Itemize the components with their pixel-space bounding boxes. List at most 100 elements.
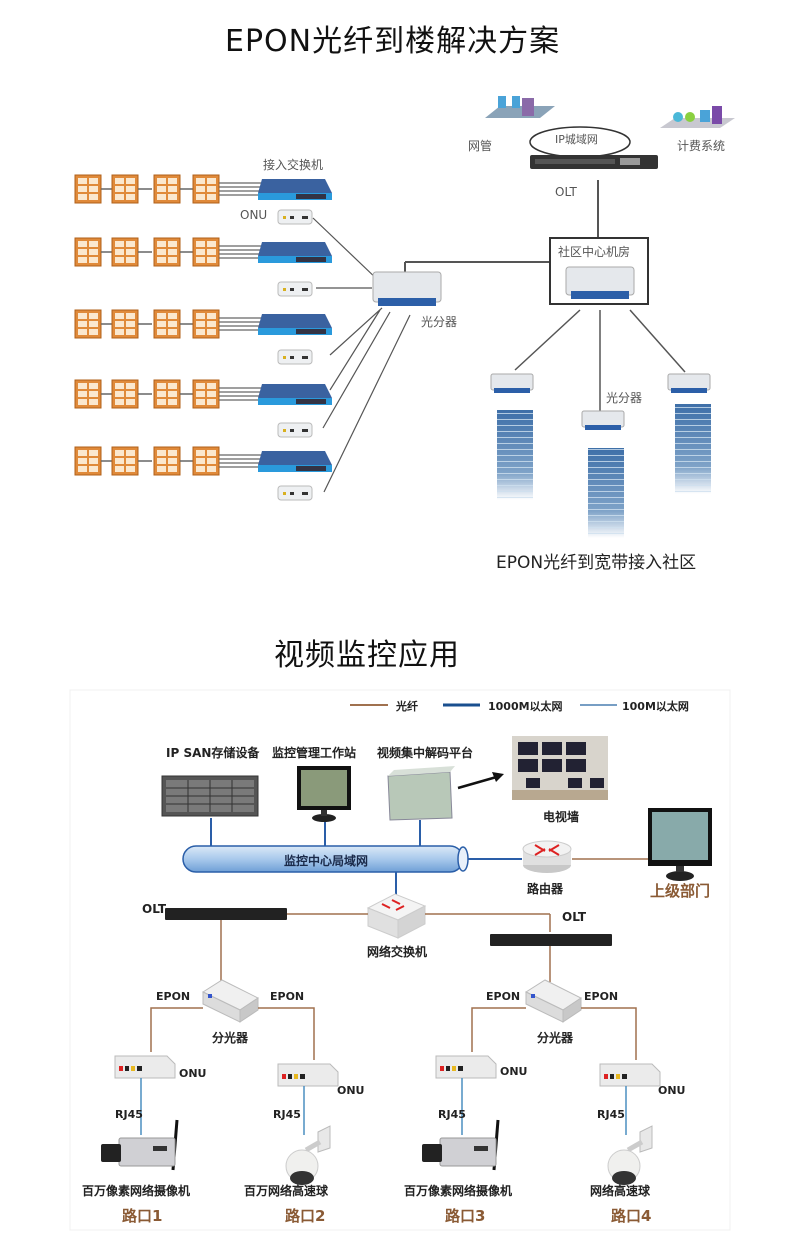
upper-dept-monitor xyxy=(648,808,712,881)
billing-label: 计费系统 xyxy=(677,139,726,153)
section2-title: 视频监控应用 xyxy=(274,638,460,673)
community-room-label: 社区中心机房 xyxy=(558,245,631,259)
apartment-building xyxy=(111,309,139,339)
endpoint-3 xyxy=(422,1055,500,1171)
endpoint-device-2: 百万网络高速球 xyxy=(244,1184,329,1198)
arrow-icon xyxy=(492,772,504,782)
tvwall-label: 电视墙 xyxy=(543,810,580,824)
apartment-building xyxy=(74,174,102,204)
ip-metro-label: IP城域网 xyxy=(555,133,598,146)
apartment-building xyxy=(153,309,181,339)
epon-label-1: EPON xyxy=(156,990,191,1003)
building-row xyxy=(74,379,332,438)
onu-device xyxy=(277,1063,339,1087)
billing-icon xyxy=(660,106,735,128)
apartment-building xyxy=(192,237,220,267)
olt-label: OLT xyxy=(555,185,577,199)
onu-device xyxy=(277,485,313,501)
network-switch xyxy=(366,893,427,939)
splitter-mid-label: 光分器 xyxy=(606,391,643,405)
ftth-diagram xyxy=(74,96,735,538)
olt-left-device xyxy=(165,908,287,920)
endpoint-device-1: 百万像素网络摄像机 xyxy=(82,1184,191,1198)
apartment-building xyxy=(153,379,181,409)
onu-label-3: ONU xyxy=(500,1065,528,1078)
access-switch xyxy=(258,384,332,405)
splitter-tower-2 xyxy=(581,410,625,430)
decoder-platform xyxy=(387,766,455,821)
apartment-building xyxy=(153,446,181,476)
apartment-building xyxy=(74,379,102,409)
route-label-1: 路口1 xyxy=(122,1207,163,1225)
apartment-building xyxy=(74,237,102,267)
route-label-4: 路口4 xyxy=(611,1207,652,1225)
surveillance-diagram xyxy=(69,689,731,1231)
netmgmt-icon xyxy=(485,96,555,118)
legend-1000m-label: 1000M以太网 xyxy=(488,700,563,713)
apartment-building xyxy=(192,379,220,409)
rj45-label-4: RJ45 xyxy=(597,1108,625,1121)
tower-1 xyxy=(497,410,533,500)
apartment-building xyxy=(192,446,220,476)
splitter-tower-1 xyxy=(490,373,534,393)
splitter-left-label: 光分器 xyxy=(421,315,458,329)
box-camera-icon xyxy=(101,1119,179,1171)
apartment-building xyxy=(111,379,139,409)
onu-device xyxy=(277,209,313,225)
apartment-building xyxy=(153,174,181,204)
rj45-label-1: RJ45 xyxy=(115,1108,143,1121)
olt-right-device xyxy=(490,934,612,946)
access-switch xyxy=(258,242,332,263)
ipsan-device xyxy=(161,775,259,817)
tower-2 xyxy=(588,448,624,538)
endpoint-1 xyxy=(101,1055,179,1171)
apartment-building xyxy=(111,446,139,476)
endpoint-device-3: 百万像素网络摄像机 xyxy=(404,1184,513,1198)
splitter-left xyxy=(372,271,442,306)
lan-label: 监控中心局域网 xyxy=(284,854,369,868)
legend-fiber-label: 光纤 xyxy=(396,700,418,713)
netmgmt-label: 网管 xyxy=(468,139,493,153)
decoder-label: 视频集中解码平台 xyxy=(377,746,474,760)
access-switch xyxy=(258,179,332,200)
onu-device xyxy=(277,349,313,365)
splitter-tower-3 xyxy=(667,373,711,393)
rj45-label-3: RJ45 xyxy=(438,1108,466,1121)
apartment-building xyxy=(192,309,220,339)
building-row xyxy=(74,174,332,225)
onu-label-1: ONU xyxy=(179,1067,207,1080)
epon-label-4: EPON xyxy=(584,990,619,1003)
legend-100m-label: 100M以太网 xyxy=(622,700,689,713)
onu-device xyxy=(277,422,313,438)
olt-left-label: OLT xyxy=(142,902,167,916)
onu-label-2: ONU xyxy=(337,1084,365,1097)
access-switch xyxy=(258,314,332,335)
route-label-2: 路口2 xyxy=(285,1207,326,1225)
epon-label-3: EPON xyxy=(486,990,521,1003)
splitter-left-label: 分光器 xyxy=(212,1031,249,1045)
dome-camera-icon xyxy=(285,1125,331,1185)
olt-right-label: OLT xyxy=(562,910,587,924)
endpoint-device-4: 网络高速球 xyxy=(590,1184,651,1198)
rj45-label-2: RJ45 xyxy=(273,1108,301,1121)
router-device xyxy=(522,840,572,873)
splitter-left-device xyxy=(201,979,259,1023)
switch-label: 网络交换机 xyxy=(367,945,428,959)
upper-dept-label: 上级部门 xyxy=(650,882,711,900)
workstation-label: 监控管理工作站 xyxy=(272,746,357,760)
apartment-building xyxy=(74,446,102,476)
onu-device xyxy=(114,1055,176,1079)
apartment-building xyxy=(192,174,220,204)
endpoint-2 xyxy=(277,1063,339,1185)
onu-device xyxy=(435,1055,497,1079)
ipsan-label: IP SAN存储设备 xyxy=(166,746,260,760)
epon-label-2: EPON xyxy=(270,990,305,1003)
onu-device xyxy=(277,281,313,297)
onu-label: ONU xyxy=(240,208,268,222)
building-row xyxy=(74,309,332,365)
workstation-monitor xyxy=(297,766,351,822)
apartment-building xyxy=(111,237,139,267)
router-label: 路由器 xyxy=(527,882,564,896)
section1-title: EPON光纤到楼解决方案 xyxy=(225,24,561,59)
route-label-3: 路口3 xyxy=(445,1207,486,1225)
